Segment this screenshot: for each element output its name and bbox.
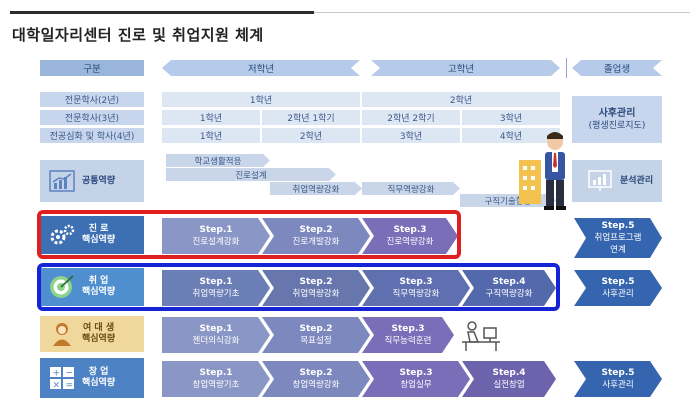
header-category: 구분 — [40, 60, 144, 76]
cell-4yr-4: 4학년 — [462, 128, 560, 143]
cell-4yr-2: 2학년 — [262, 128, 360, 143]
cell-2yr-2: 2학년 — [362, 92, 560, 107]
row-label-2yr: 전문학사(2년) — [40, 92, 144, 107]
cell-3yr-4: 3학년 — [462, 110, 560, 125]
bar-school-adaptation: 학교생활적응 — [166, 154, 270, 167]
woman-icon — [48, 321, 76, 347]
female-competency-box: 여 대 생 핵심역량 — [40, 316, 144, 352]
analysis-management-label: 분석관리 — [620, 175, 654, 186]
row-label-4yr: 전공심화 및 학사(4년) — [40, 128, 144, 143]
analysis-management-box: 분석관리 — [572, 160, 662, 202]
cell-4yr-3: 3학년 — [362, 128, 460, 143]
svg-text:+: + — [53, 369, 61, 379]
cell-2yr-1: 1학년 — [162, 92, 360, 107]
title-rule-thin — [314, 12, 690, 13]
after-care-box: 사후관리 (평생진로지도) — [572, 96, 662, 143]
career-highlight-box — [37, 210, 461, 259]
bar-career-design: 진로설계 — [166, 168, 336, 181]
header-graduates: 졸업생 — [572, 60, 662, 76]
cell-3yr-2: 2학년 1학기 — [262, 110, 360, 125]
report-chart-icon — [586, 168, 614, 194]
after-care-title: 사후관리 — [598, 107, 636, 119]
desk-worker-icon — [458, 318, 504, 352]
cell-4yr-1: 1학년 — [162, 128, 260, 143]
svg-text:×: × — [53, 381, 61, 391]
target-icon — [48, 274, 76, 300]
businessman-figure — [517, 130, 573, 212]
after-care-subtitle: (평생진로지도) — [588, 120, 646, 131]
common-competency-label: 공통역량 — [82, 175, 116, 186]
svg-text:=: = — [66, 381, 74, 391]
female-competency-label: 여 대 생 핵심역량 — [82, 323, 116, 344]
employment-highlight-box — [37, 263, 560, 311]
bar-employment-capacity: 취업역량강화 — [270, 182, 362, 195]
page-title: 대학일자리센터 진로 및 취업지원 체계 — [12, 26, 264, 44]
header-upper-years: 고학년 — [362, 60, 560, 76]
cell-3yr-3: 2학년 2학기 — [362, 110, 460, 125]
header-separator — [566, 58, 567, 78]
calculator-icon: +−× = — [48, 365, 76, 391]
common-competency-box: 공통역량 — [40, 160, 144, 202]
cell-3yr-1: 1학년 — [162, 110, 260, 125]
chart-icon — [48, 168, 76, 194]
row-label-3yr: 전문학사(3년) — [40, 110, 144, 125]
gears-icon — [48, 222, 76, 248]
title-rule — [10, 11, 314, 14]
bar-job-capacity: 직무역량강화 — [362, 182, 460, 195]
header-lower-years: 저학년 — [162, 60, 360, 76]
svg-text:−: − — [66, 369, 74, 379]
